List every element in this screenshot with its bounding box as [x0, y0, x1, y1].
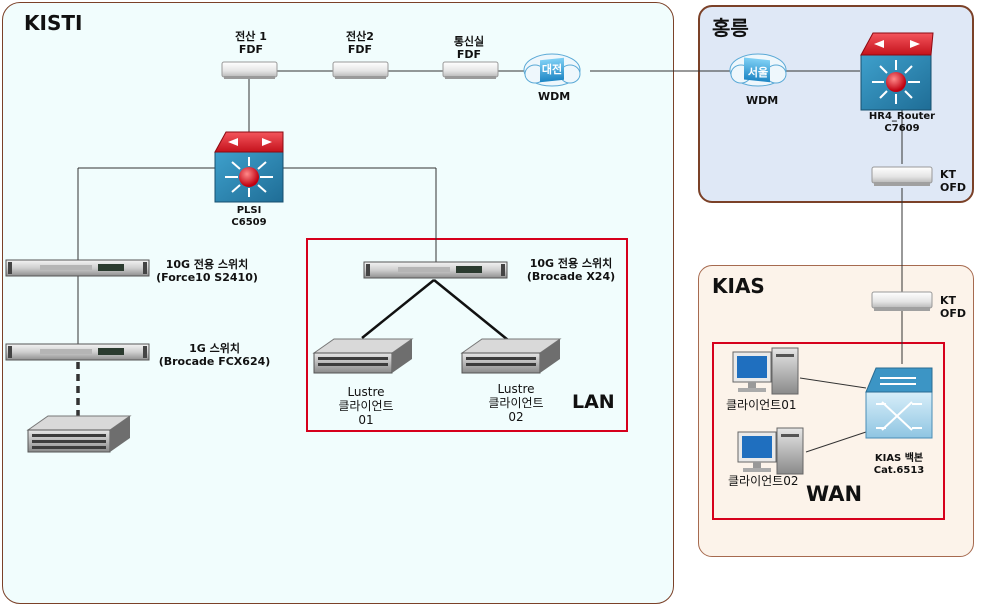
switch-force10-label: 10G 전용 스위치(Force10 S2410) [156, 258, 258, 284]
hongneung-title: 홍릉 [712, 16, 749, 40]
hr4-router-icon [860, 32, 934, 111]
switch-fcx624-label: 1G 스위치(Brocade FCX624) [158, 342, 271, 368]
cloud-daejeon-icon [523, 53, 581, 87]
wdm-seoul-label: WDM [746, 94, 779, 107]
wdm-daejeon-label: WDM [538, 90, 571, 103]
switch-force10-icon [5, 259, 150, 277]
kias-client-2-label: 클라이언트02 [728, 474, 799, 488]
lustre-server-2-icon [460, 338, 562, 374]
wan-label: WAN [806, 482, 863, 506]
kias-backbone-icon [865, 367, 933, 439]
link-client1-backbone [799, 377, 867, 389]
wdm-daejeon-city: 대전 [541, 63, 563, 76]
cloud-seoul-icon [729, 53, 787, 87]
storage-server-icon [26, 415, 132, 453]
lan-box [306, 238, 628, 432]
kias-client-1-label: 클라이언트01 [726, 398, 797, 412]
fdf-1-icon [221, 61, 278, 79]
link-client2-backbone [805, 431, 867, 453]
pc-client-2-icon [737, 427, 804, 475]
kisti-title: KISTI [24, 11, 83, 35]
pc-client-1-icon [732, 347, 799, 395]
switch-brocade-x24-label: 10G 전용 스위치(Brocade X24) [526, 257, 616, 283]
fdf-2-icon [332, 61, 389, 79]
kt-ofd-2-icon [871, 291, 933, 311]
fdf-3-icon [442, 61, 499, 79]
lan-label: LAN [572, 391, 615, 413]
wdm-seoul-city: 서울 [747, 66, 769, 79]
switch-brocade-x24-icon [363, 261, 508, 279]
lustre-server-1-icon [312, 338, 414, 374]
switch-fcx624-icon [5, 343, 150, 361]
kias-title: KIAS [712, 274, 765, 298]
kt-ofd-1-icon [871, 166, 933, 186]
kisti-region [2, 2, 674, 604]
lan-links [361, 279, 509, 341]
wan-box [712, 342, 945, 520]
plsi-router-icon [214, 131, 284, 203]
